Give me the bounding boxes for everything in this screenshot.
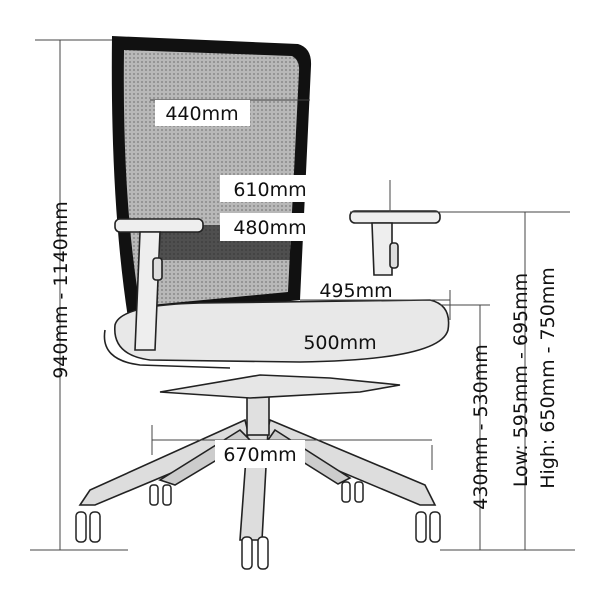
seat-depth-label: 495mm xyxy=(319,280,392,302)
overall-height-label: 940mm - 1140mm xyxy=(50,201,72,379)
backrest-width-label: 440mm xyxy=(165,103,238,125)
chair-base xyxy=(75,379,441,570)
seat-cushion xyxy=(114,299,450,363)
base-width-label: 670mm xyxy=(223,444,296,466)
arm-inner-width-label: 480mm xyxy=(233,217,306,239)
arm-outer-width-label: 610mm xyxy=(233,179,306,201)
left-armrest xyxy=(114,218,204,351)
seat-mechanism xyxy=(159,374,401,399)
right-armrest xyxy=(349,210,441,276)
seat-width-label: 500mm xyxy=(303,332,376,354)
seat-height-label: 430mm - 530mm xyxy=(470,344,492,510)
caster-wheels xyxy=(75,481,441,570)
arm-height-low-label: Low: 595mm - 695mm xyxy=(510,273,532,487)
arm-height-high-label: High: 650mm - 750mm xyxy=(537,267,559,489)
